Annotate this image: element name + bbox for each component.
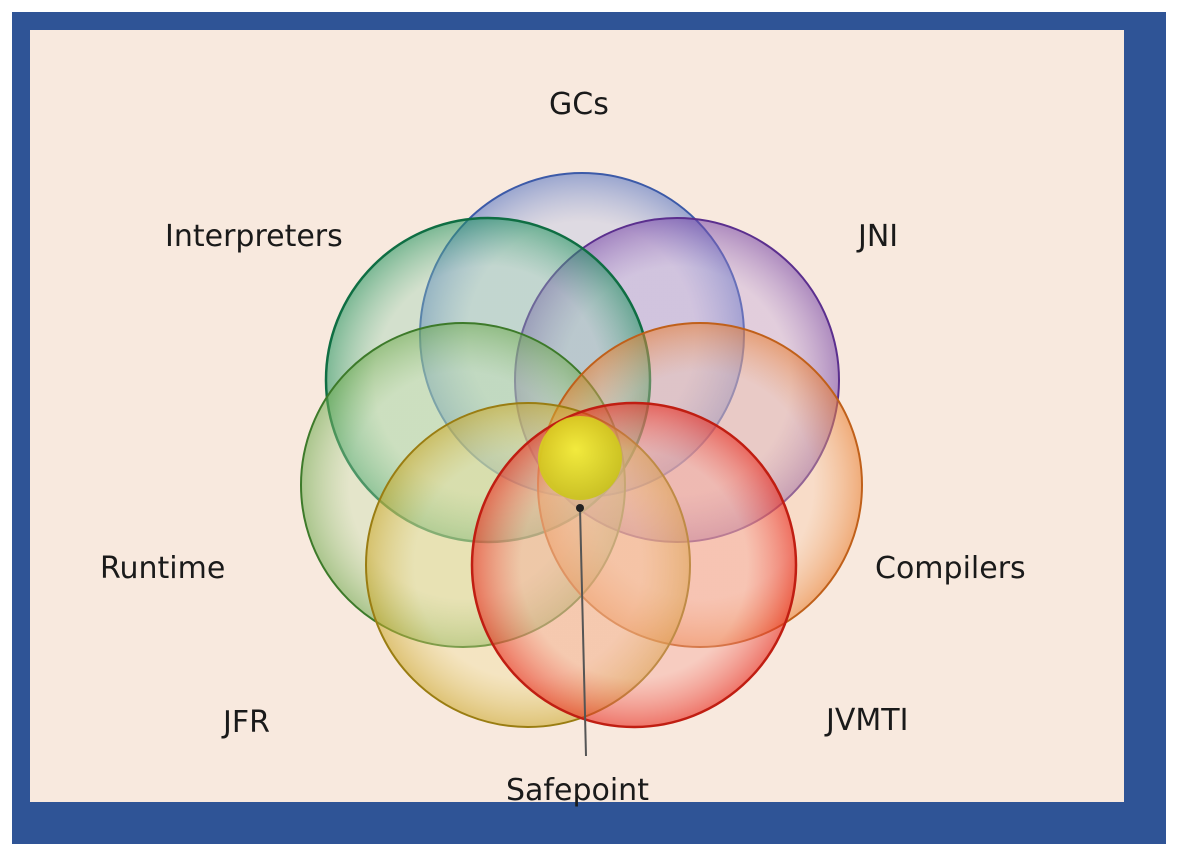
label-jvmti: JVMTI bbox=[826, 703, 909, 738]
label-compilers: Compilers bbox=[875, 551, 1026, 586]
label-jni: JNI bbox=[858, 219, 899, 254]
safepoint-core bbox=[538, 416, 622, 500]
safepoint-dot bbox=[576, 504, 584, 512]
label-safepoint: Safepoint bbox=[506, 773, 649, 808]
label-jfr: JFR bbox=[223, 705, 270, 740]
label-runtime: Runtime bbox=[100, 551, 226, 586]
safepoint-pointer bbox=[579, 507, 587, 757]
jvmti-circle bbox=[470, 401, 798, 729]
label-gcs: GCs bbox=[549, 87, 609, 122]
label-interpreters: Interpreters bbox=[165, 219, 343, 254]
